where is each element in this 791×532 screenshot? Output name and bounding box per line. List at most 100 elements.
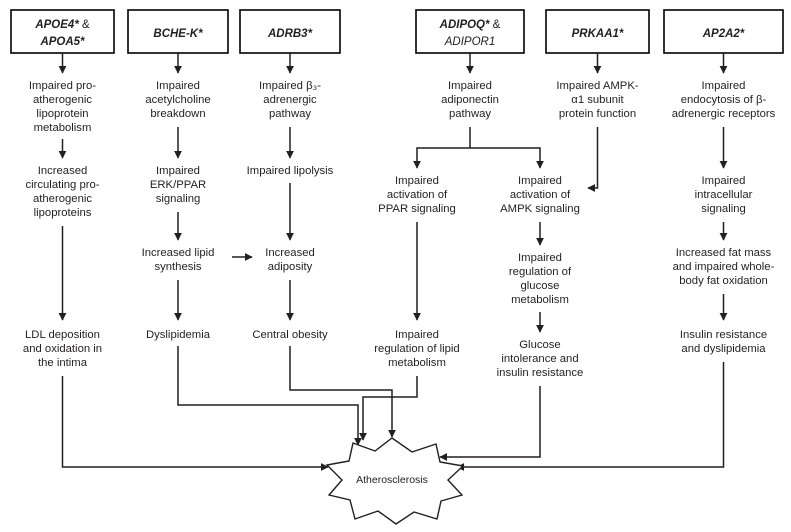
atherosclerosis-label: Atherosclerosis <box>356 474 428 486</box>
svg-text:Increased: Increased <box>265 247 315 259</box>
gene-box-adipoq-line1: ADIPOQ* & <box>439 19 501 31</box>
node-bche-2: Impaired ERK/PPAR signaling <box>150 165 206 205</box>
edge-prkaa1-to-ampk <box>587 127 599 192</box>
svg-text:regulation of lipid: regulation of lipid <box>374 343 459 355</box>
svg-text:lipoproteins: lipoproteins <box>34 207 92 219</box>
svg-text:insulin resistance: insulin resistance <box>497 367 584 379</box>
svg-text:Central obesity: Central obesity <box>252 329 328 341</box>
svg-text:metabolism: metabolism <box>511 294 569 306</box>
svg-text:adiponectin: adiponectin <box>441 94 499 106</box>
svg-text:breakdown: breakdown <box>150 108 205 120</box>
edge-adipoq-split-left <box>413 127 471 169</box>
node-ap2a2-4: Insulin resistance and dyslipidemia <box>680 329 767 355</box>
svg-text:adiposity: adiposity <box>268 261 313 273</box>
svg-text:Impaired: Impaired <box>156 80 200 92</box>
svg-text:glucose: glucose <box>521 280 560 292</box>
svg-text:synthesis: synthesis <box>154 261 201 273</box>
svg-text:Impaired: Impaired <box>448 80 492 92</box>
svg-text:Impaired: Impaired <box>702 80 746 92</box>
svg-text:regulation of: regulation of <box>509 266 572 278</box>
node-adipoq-ppar-2: Impaired regulation of lipid metabolism <box>374 329 459 369</box>
svg-text:Increased lipid: Increased lipid <box>142 247 215 259</box>
node-apoe-3: LDL deposition and oxidation in the inti… <box>23 329 102 369</box>
gene-box-apoe[interactable]: APOE4* & APOA5* <box>10 9 115 54</box>
node-adrb3-2: Impaired lipolysis <box>247 165 334 177</box>
svg-text:Impaired AMPK-: Impaired AMPK- <box>556 80 638 92</box>
edge-adipoq-split-right <box>470 147 544 169</box>
node-adipoq-1: Impaired adiponectin pathway <box>441 80 499 120</box>
svg-text:endocytosis of β-: endocytosis of β- <box>681 94 767 106</box>
gene-box-bche[interactable]: BCHE-K* <box>127 9 229 54</box>
svg-text:Impaired: Impaired <box>518 252 562 264</box>
svg-text:intolerance and: intolerance and <box>501 353 578 365</box>
svg-text:LDL deposition: LDL deposition <box>25 329 100 341</box>
edge-ldl-to-atherosclerosis <box>61 376 329 471</box>
svg-text:signaling: signaling <box>156 193 201 205</box>
node-ap2a2-3: Increased fat mass and impaired whole- b… <box>673 247 775 287</box>
svg-text:Impaired: Impaired <box>702 175 746 187</box>
svg-text:Impaired: Impaired <box>395 329 439 341</box>
svg-text:Increased: Increased <box>38 165 88 177</box>
gene-box-apoe-line1: APOE4* & <box>34 19 90 31</box>
node-apoe-1: Impaired pro- atherogenic lipoprotein me… <box>29 80 96 134</box>
svg-text:acetylcholine: acetylcholine <box>145 94 210 106</box>
gene-box-adrb3[interactable]: ADRB3* <box>239 9 341 54</box>
node-adipoq-ampk: Impaired activation of AMPK signaling <box>500 175 580 215</box>
node-bche-4: Dyslipidemia <box>146 329 211 341</box>
atherosclerosis-node[interactable]: Atherosclerosis <box>325 437 465 525</box>
svg-text:body fat oxidation: body fat oxidation <box>679 275 768 287</box>
edge-centralobesity-to-atherosclerosis <box>289 346 396 438</box>
gene-box-prkaa1-label: PRKAA1* <box>572 28 624 40</box>
svg-text:atherogenic: atherogenic <box>33 193 92 205</box>
svg-text:AMPK signaling: AMPK signaling <box>500 203 580 215</box>
svg-text:pathway: pathway <box>269 108 311 120</box>
edge-glucoseintol-to-atherosclerosis <box>439 386 541 461</box>
gene-box-prkaa1[interactable]: PRKAA1* <box>545 9 650 54</box>
svg-text:lipoprotein: lipoprotein <box>36 108 88 120</box>
svg-text:adrenergic: adrenergic <box>263 94 317 106</box>
svg-text:Impaired: Impaired <box>156 165 200 177</box>
svg-text:metabolism: metabolism <box>388 357 446 369</box>
svg-text:Impaired lipolysis: Impaired lipolysis <box>247 165 334 177</box>
edge-lipidmetab-to-atherosclerosis <box>359 376 418 441</box>
svg-text:protein function: protein function <box>559 108 636 120</box>
node-ap2a2-2: Impaired intracellular signaling <box>695 175 753 215</box>
svg-text:and dyslipidemia: and dyslipidemia <box>681 343 766 355</box>
node-adipoq-ppar: Impaired activation of PPAR signaling <box>378 175 456 215</box>
gene-box-ap2a2-label: AP2A2* <box>702 28 745 40</box>
svg-text:ERK/PPAR: ERK/PPAR <box>150 179 206 191</box>
gene-box-adipoq[interactable]: ADIPOQ* & ADIPOR1 <box>415 9 525 54</box>
svg-text:the intima: the intima <box>38 357 88 369</box>
svg-text:metabolism: metabolism <box>34 122 92 134</box>
edge-insulinresistance-to-atherosclerosis <box>456 362 725 471</box>
node-adipoq-ampk-2: Impaired regulation of glucose metabolis… <box>509 252 572 306</box>
svg-text:PPAR signaling: PPAR signaling <box>378 203 456 215</box>
node-adrb3-3: Increased adiposity <box>265 247 315 273</box>
gene-box-bche-label: BCHE-K* <box>153 28 203 40</box>
gene-box-apoe-line2: APOA5* <box>39 36 85 48</box>
svg-text:α1 subunit: α1 subunit <box>571 94 624 106</box>
svg-text:signaling: signaling <box>701 203 746 215</box>
svg-text:atherogenic: atherogenic <box>33 94 92 106</box>
svg-text:intracellular: intracellular <box>695 189 753 201</box>
svg-text:and oxidation in: and oxidation in <box>23 343 102 355</box>
node-bche-1: Impaired acetylcholine breakdown <box>145 80 210 120</box>
svg-text:circulating pro-: circulating pro- <box>25 179 99 191</box>
node-bche-3: Increased lipid synthesis <box>142 247 215 273</box>
svg-text:Impaired pro-: Impaired pro- <box>29 80 96 92</box>
gene-box-ap2a2[interactable]: AP2A2* <box>663 9 784 54</box>
node-prkaa1-1: Impaired AMPK- α1 subunit protein functi… <box>556 80 638 120</box>
gene-box-adipoq-line2: ADIPOR1 <box>444 36 496 48</box>
svg-text:Glucose: Glucose <box>519 339 560 351</box>
node-adrb3-4: Central obesity <box>252 329 328 341</box>
node-adipoq-ampk-3: Glucose intolerance and insulin resistan… <box>497 339 584 379</box>
svg-text:activation of: activation of <box>510 189 571 201</box>
svg-text:Impaired: Impaired <box>518 175 562 187</box>
svg-text:and impaired whole-: and impaired whole- <box>673 261 775 273</box>
node-adrb3-1-l1: Impaired β₃- <box>259 80 321 92</box>
node-apoe-2: Increased circulating pro- atherogenic l… <box>25 165 99 219</box>
svg-text:Increased fat mass: Increased fat mass <box>676 247 772 259</box>
node-ap2a2-1: Impaired endocytosis of β- adrenergic re… <box>672 80 776 120</box>
